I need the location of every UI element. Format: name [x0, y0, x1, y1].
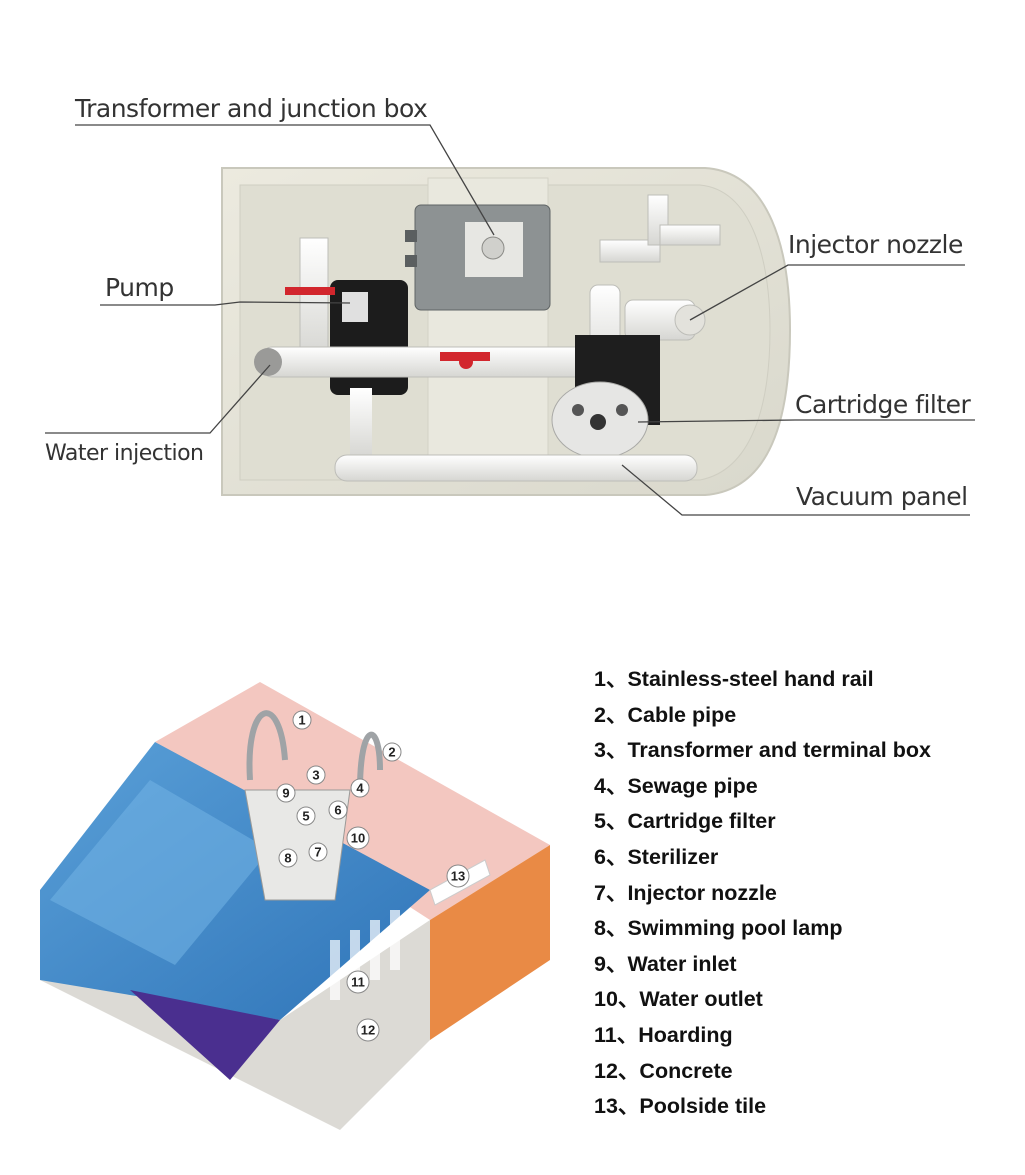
- legend-item: 4、Sewage pipe: [594, 773, 758, 798]
- number-badge-13: 13: [446, 864, 470, 888]
- callout-vacuum: Vacuum panel: [796, 482, 968, 511]
- equipment-tank-diagram: [45, 124, 975, 516]
- number-badge-label: 9: [282, 786, 289, 801]
- callout-transformer: Transformer and junction box: [75, 94, 428, 123]
- legend-item: 7、Injector nozzle: [594, 880, 777, 905]
- legend-item: 3、Transformer and terminal box: [594, 738, 931, 763]
- number-badge-label: 11: [351, 975, 365, 990]
- number-badge-10: 10: [346, 826, 370, 850]
- legend-item: 11、Hoarding: [594, 1022, 733, 1047]
- number-badge-label: 6: [334, 803, 341, 818]
- number-badge-8: 8: [278, 848, 298, 868]
- transformer-box: [405, 204, 551, 311]
- injector-assembly: [599, 194, 721, 341]
- number-badge-label: 4: [356, 781, 364, 796]
- callout-water-injection: Water injection: [45, 441, 204, 466]
- number-badge-label: 2: [388, 745, 395, 760]
- number-badge-label: 3: [312, 768, 319, 783]
- number-badge-6: 6: [328, 800, 348, 820]
- legend-item: 5、Cartridge filter: [594, 809, 776, 834]
- callout-injector: Injector nozzle: [788, 230, 963, 259]
- number-badge-7: 7: [308, 842, 328, 862]
- number-badge-4: 4: [350, 778, 370, 798]
- number-badge-5: 5: [296, 806, 316, 826]
- number-badge-label: 10: [351, 831, 365, 846]
- legend-item: 12、Concrete: [594, 1058, 733, 1083]
- legend-item: 2、Cable pipe: [594, 702, 737, 727]
- callout-cartridge: Cartridge filter: [795, 390, 971, 419]
- number-badge-1: 1: [292, 710, 312, 730]
- number-badge-11: 11: [346, 970, 370, 994]
- legend-item: 6、Sterilizer: [594, 844, 719, 869]
- callout-pump: Pump: [105, 273, 174, 302]
- skimmer-unit: [244, 710, 383, 901]
- number-badge-label: 5: [302, 809, 309, 824]
- component-legend: 1、Stainless-steel hand rail 2、Cable pipe 3…: [594, 664, 931, 1127]
- number-badge-3: 3: [306, 765, 326, 785]
- pool-cross-section-illustration: [40, 682, 550, 1130]
- legend-item: 10、Water outlet: [594, 987, 763, 1012]
- number-badge-label: 8: [284, 851, 291, 866]
- number-badge-label: 7: [314, 845, 321, 860]
- number-badge-label: 12: [361, 1023, 375, 1038]
- legend-item: 8、Swimming pool lamp: [594, 916, 843, 941]
- number-badge-2: 2: [382, 742, 402, 762]
- legend-item: 13、Poolside tile: [594, 1094, 767, 1119]
- vacuum-pipe: [334, 454, 698, 482]
- legend-item: 9、Water inlet: [594, 951, 737, 976]
- hoarding: [330, 910, 400, 1000]
- legend-item: 1、Stainless-steel hand rail: [594, 667, 874, 691]
- number-badge-label: 1: [298, 713, 305, 728]
- concrete-block: [430, 845, 550, 1040]
- number-badge-9: 9: [276, 783, 296, 803]
- number-badge-12: 12: [356, 1018, 380, 1042]
- number-badge-label: 13: [451, 869, 465, 884]
- cartridge-filter: [551, 335, 660, 459]
